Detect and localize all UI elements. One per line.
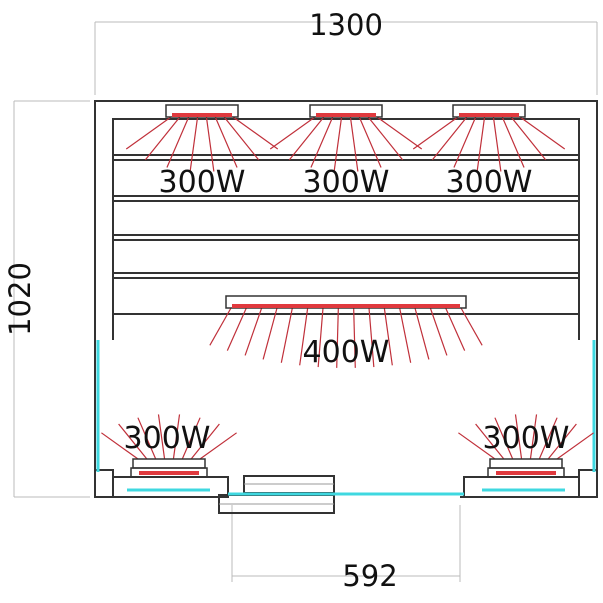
heat-ray [172,414,181,460]
walls [94,100,598,514]
heater-housing [489,458,563,469]
heat-ray [189,116,199,172]
heat-ray [519,116,566,150]
heater-wattage-label: 300W [303,165,390,200]
heat-ray [349,116,359,172]
upper-bench-slats [113,154,579,279]
heat-ray [368,307,375,368]
heater-base [487,467,565,478]
heat-ray [144,116,181,161]
inner-wall [112,118,580,340]
lower-bench-left [112,476,229,498]
heat-ray [460,307,483,346]
heat-ray [445,307,466,351]
door-width-label: 592 [342,559,397,593]
lower-bench-right [463,476,580,498]
heat-ray [214,116,238,168]
glass-panels [96,340,596,496]
heat-rays [101,414,237,460]
corner-post-right [578,469,598,498]
heat-ray [458,432,496,460]
heater-bottom-left: 300W [101,414,237,478]
width-label: 1300 [309,8,383,42]
heat-ray [181,417,201,460]
heat-ray [205,116,215,172]
heat-ray [453,116,477,168]
heat-ray [125,116,172,150]
heat-ray [288,116,325,161]
heat-ray [538,417,558,460]
heat-ray [269,116,316,150]
heat-ray [226,307,247,351]
heater-wattage-label: 300W [124,421,211,456]
heat-ray [190,423,220,460]
heater-base [130,467,208,478]
heat-rays [458,414,594,460]
heat-ray [412,116,459,150]
heat-ray [333,116,343,172]
heat-ray [494,417,514,460]
dimension-lines [13,21,598,582]
heat-ray [510,116,547,161]
heat-ray [367,116,404,161]
heat-ray [476,116,486,172]
heat-ray [244,307,263,356]
heater-housing [132,458,206,469]
heat-ray [118,423,148,460]
heat-ray [232,116,279,150]
heater-wattage-label: 300W [159,165,246,200]
heat-ray [547,423,577,460]
heat-ray [199,432,237,460]
heat-ray [399,307,412,363]
heat-ray [376,116,423,150]
heat-ray [336,307,339,368]
heat-ray [262,307,278,360]
heat-ray [383,307,393,366]
heat-ray [299,307,309,366]
heat-ray [514,414,523,460]
heat-rays [209,307,483,368]
heat-ray [475,423,505,460]
heat-ray [280,307,293,363]
heat-ray [429,307,448,356]
heat-ray [137,417,157,460]
heat-ray [431,116,468,161]
heat-ray [166,116,190,168]
heat-ray [353,307,356,368]
heater-wattage-label: 300W [446,165,533,200]
heat-ray [501,116,525,168]
heater-bottom-right: 300W [458,414,594,478]
heat-ray [209,307,232,346]
heat-rays [125,116,279,172]
heater-top-center: 300W [269,104,423,200]
heat-ray [101,432,139,460]
heat-ray [223,116,260,161]
heat-ray [556,432,594,460]
heat-ray [529,414,538,460]
corner-post-left [94,469,114,498]
height-label: 1020 [3,262,37,336]
heater-center-bench: 400W [209,295,483,370]
heat-ray [414,307,430,360]
heat-ray [157,414,166,460]
heat-rays [412,116,566,172]
heat-ray [317,307,324,368]
heat-ray [310,116,334,168]
heater-wattage-label: 300W [483,421,570,456]
heater-wattage-label: 400W [303,335,390,370]
heat-ray [492,116,502,172]
heat-ray [358,116,382,168]
heater-top-left: 300W [125,104,279,200]
heaters: 300W 300W 300W 400W 300W 300W [101,104,594,478]
heater-top-right: 300W [412,104,566,200]
heat-rays [269,116,423,172]
